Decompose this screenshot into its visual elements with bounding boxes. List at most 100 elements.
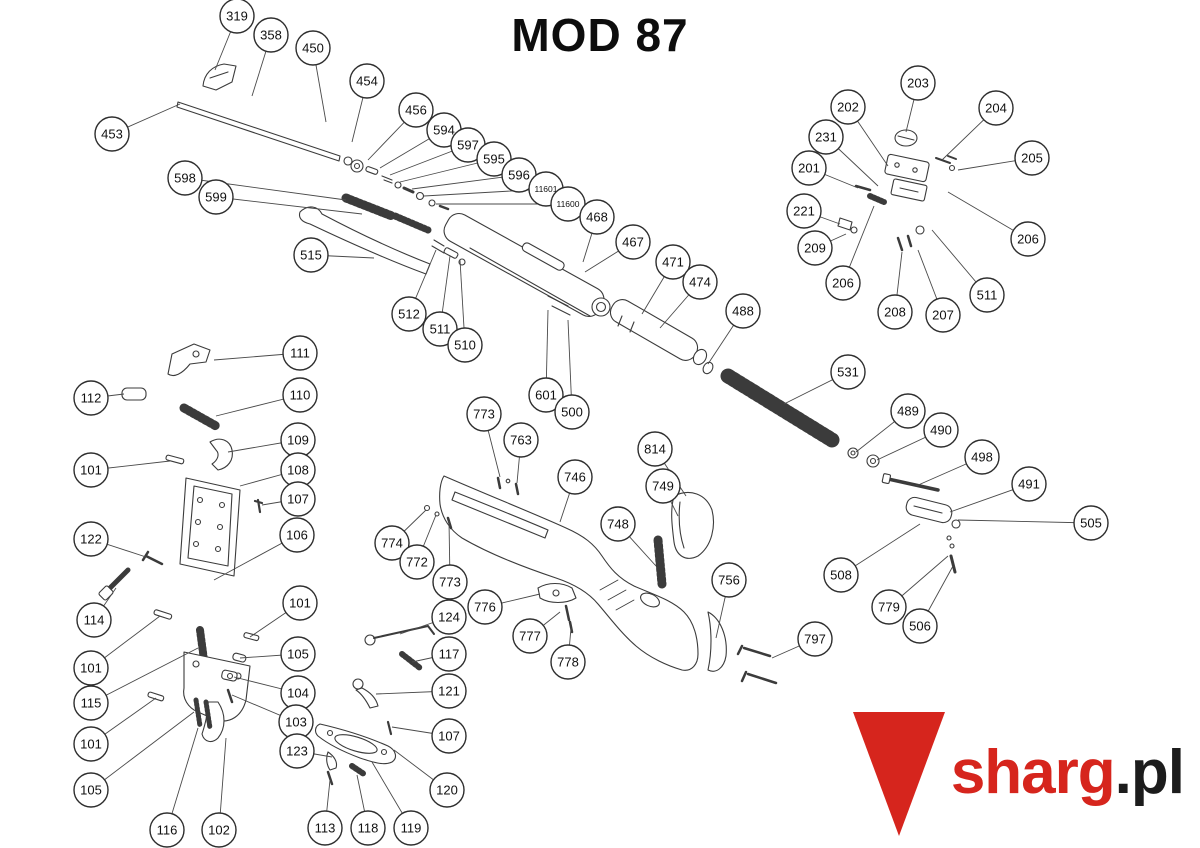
part-callout-595: 595	[476, 141, 512, 177]
callout-circle	[637, 431, 673, 467]
callout-circle	[550, 644, 586, 680]
cocking-rod-art	[364, 625, 435, 646]
part-callout-101: 101	[73, 650, 109, 686]
part-callout-209: 209	[797, 230, 833, 266]
callout-circle	[374, 525, 410, 561]
callout-circle	[797, 621, 833, 657]
callout-number: 779	[878, 600, 900, 615]
callout-number: 107	[287, 492, 309, 507]
callout-number: 773	[439, 575, 461, 590]
part-callout-453: 453	[94, 116, 130, 152]
callout-circle	[1014, 140, 1050, 176]
part-callout-206: 206	[825, 265, 861, 301]
callout-number: 498	[971, 450, 993, 465]
part-callout-115: 115	[73, 685, 109, 721]
callout-number: 105	[287, 647, 309, 662]
part-callout-120: 120	[429, 772, 465, 808]
part-callout-598: 598	[167, 160, 203, 196]
callout-circle	[557, 459, 593, 495]
part-callouts: 3193584504544565945975955961160111600468…	[73, 0, 1109, 848]
callout-circle	[969, 277, 1005, 313]
callout-number: 778	[557, 655, 579, 670]
part-callout-113: 113	[307, 810, 343, 846]
part-callout-777: 777	[512, 618, 548, 654]
callout-circle	[73, 726, 109, 762]
callout-circle	[579, 199, 615, 235]
callout-circle	[73, 452, 109, 488]
callout-number: 101	[80, 661, 102, 676]
callout-circle	[786, 193, 822, 229]
trigger-plate-art	[179, 477, 241, 577]
callout-number: 776	[474, 600, 496, 615]
spring-599-art	[391, 212, 432, 234]
part-callout-748: 748	[600, 506, 636, 542]
callout-number: 515	[300, 248, 322, 263]
callout-circle	[94, 116, 130, 152]
part-callout-599: 599	[198, 179, 234, 215]
part-callout-102: 102	[201, 812, 237, 848]
callout-circle	[890, 393, 926, 429]
part-callout-763: 763	[503, 422, 539, 458]
callout-number: 774	[381, 536, 403, 551]
callout-number: 746	[564, 470, 586, 485]
callout-circle	[871, 589, 907, 625]
callout-number: 763	[510, 433, 532, 448]
part-callout-597: 597	[450, 127, 486, 163]
part-callout-231: 231	[808, 119, 844, 155]
part-callout-488: 488	[725, 293, 761, 329]
callout-circle	[198, 179, 234, 215]
sear-art	[167, 343, 211, 377]
callout-circle	[279, 517, 315, 553]
part-callout-772: 772	[399, 544, 435, 580]
part-callout-109: 109	[280, 422, 316, 458]
part-callout-746: 746	[557, 459, 593, 495]
part-callout-505: 505	[1073, 505, 1109, 541]
part-callout-450: 450	[295, 30, 331, 66]
callout-circle	[422, 311, 458, 347]
part-callout-101: 101	[73, 726, 109, 762]
callout-circle	[391, 296, 427, 332]
part-callout-117: 117	[431, 636, 467, 672]
part-callout-105: 105	[280, 636, 316, 672]
callout-circle	[600, 506, 636, 542]
leader-line-599	[215, 196, 363, 215]
callout-number: 512	[398, 307, 420, 322]
callout-circle	[476, 141, 512, 177]
piston-seal-ring-art	[702, 361, 714, 375]
part-callout-511: 511	[422, 311, 458, 347]
callout-circle	[393, 810, 429, 846]
callout-circle	[349, 63, 385, 99]
callout-number: 207	[932, 308, 954, 323]
callout-number: 471	[662, 255, 684, 270]
part-callout-778: 778	[550, 644, 586, 680]
callout-circle	[528, 377, 564, 413]
part-callout-797: 797	[797, 621, 833, 657]
callout-circle	[447, 327, 483, 363]
part-callout-531: 531	[830, 354, 866, 390]
spring-117-art	[399, 651, 423, 671]
sharg-logo: sharg.pl	[851, 708, 1185, 838]
callout-number: 206	[1017, 232, 1039, 247]
callout-circle	[902, 608, 938, 644]
rear-sight-assembly-art	[837, 129, 957, 252]
part-callout-474: 474	[682, 264, 718, 300]
callout-circle	[219, 0, 255, 34]
callout-number: 201	[798, 161, 820, 176]
part-callout-107: 107	[431, 718, 467, 754]
stock-art	[439, 475, 699, 671]
callout-circle	[293, 237, 329, 273]
callout-number: 11601	[534, 184, 557, 194]
callout-circle	[797, 230, 833, 266]
pin-101c-art	[147, 691, 165, 702]
callout-number: 231	[815, 130, 837, 145]
callout-circle	[167, 160, 203, 196]
part-callout-106: 106	[279, 517, 315, 553]
callout-circle	[73, 772, 109, 808]
callout-number: 773	[473, 407, 495, 422]
callout-circle	[73, 685, 109, 721]
callout-number: 119	[401, 821, 422, 836]
stock-bolts-art	[736, 644, 778, 685]
piston-art	[609, 299, 708, 366]
part-callout-111: 111	[282, 335, 318, 371]
leader-line-596	[411, 174, 520, 190]
